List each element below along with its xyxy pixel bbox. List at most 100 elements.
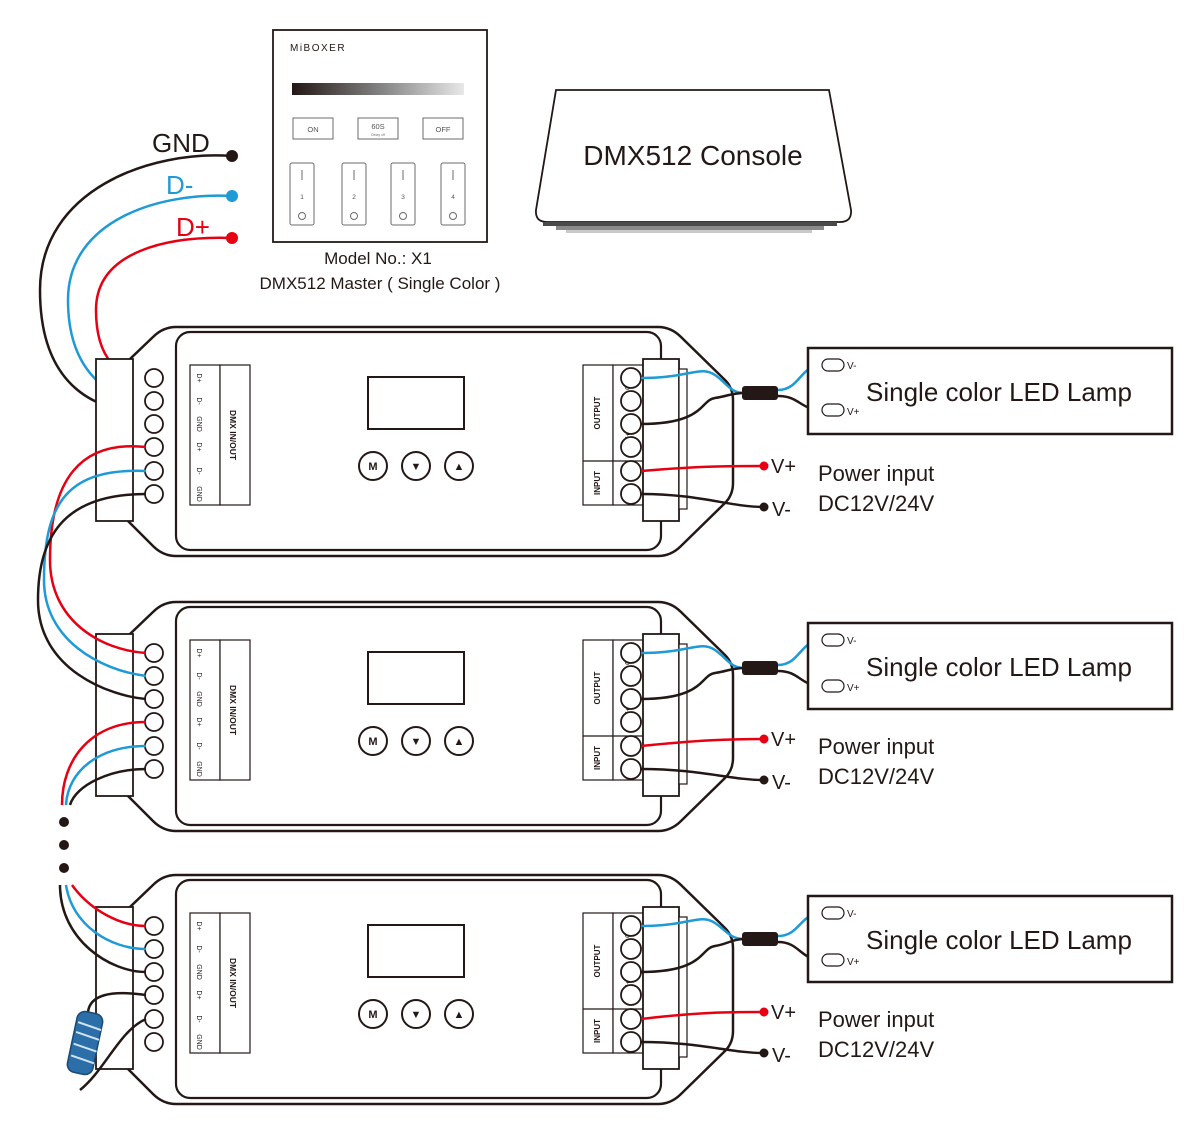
dmx-terminals bbox=[144, 368, 164, 504]
svg-text:DMX IN/OUT: DMX IN/OUT bbox=[228, 685, 238, 736]
svg-text:GND: GND bbox=[195, 486, 202, 502]
power-input-3: V+ V- Power input DC12V/24V bbox=[771, 1002, 935, 1067]
svg-text:V-: V- bbox=[847, 909, 856, 920]
up-button bbox=[444, 726, 474, 756]
svg-text:M: M bbox=[368, 736, 377, 748]
wire-dminus-chain-3 bbox=[64, 884, 147, 951]
unit-2-output-wiring bbox=[640, 638, 823, 785]
svg-text:V-: V- bbox=[772, 772, 791, 794]
master-60s-button bbox=[357, 117, 399, 140]
svg-text:V+: V+ bbox=[771, 729, 796, 751]
svg-text:D+: D+ bbox=[195, 921, 202, 930]
menu-button bbox=[358, 451, 388, 481]
chain-continuation-dot bbox=[59, 863, 69, 873]
master-model: Model No.: X1 bbox=[324, 249, 432, 268]
svg-text:D-: D- bbox=[195, 672, 202, 680]
svg-text:GND: GND bbox=[195, 691, 202, 707]
led-lamp-1: V- V+ Single color LED Lamp bbox=[806, 346, 1174, 436]
power-title: Power input bbox=[818, 461, 934, 486]
decoder-3-output-terminals bbox=[620, 915, 642, 1053]
power-spec: DC12V/24V bbox=[818, 1037, 935, 1062]
svg-text:V+: V+ bbox=[771, 1002, 796, 1024]
svg-text:D-: D- bbox=[195, 467, 202, 475]
svg-text:V-: V- bbox=[847, 361, 856, 372]
dmx512-console: DMX512 Console bbox=[535, 89, 852, 233]
svg-text:3: 3 bbox=[401, 194, 405, 201]
svg-text:▲: ▲ bbox=[454, 1009, 465, 1021]
master-zone-1: 1 bbox=[289, 162, 315, 226]
wire-dplus-chain-2 bbox=[60, 720, 147, 806]
svg-text:GND: GND bbox=[195, 964, 202, 980]
wire-gnd-chain-3 bbox=[58, 884, 147, 974]
down-button bbox=[401, 451, 431, 481]
svg-text:V+: V+ bbox=[847, 683, 860, 694]
master-zone-4: 4 bbox=[440, 162, 466, 226]
svg-text:GND: GND bbox=[195, 1034, 202, 1050]
svg-text:D-: D- bbox=[195, 945, 202, 953]
power-spec: DC12V/24V bbox=[818, 491, 935, 516]
dmx-header: DMX IN/OUT bbox=[228, 410, 238, 461]
wire-dplus-chain-1 bbox=[48, 444, 147, 655]
wire-gnd-chain-1 bbox=[36, 492, 147, 701]
lamp-label: Single color LED Lamp bbox=[866, 377, 1132, 407]
svg-text:▲: ▲ bbox=[454, 736, 465, 748]
svg-text:INPUT: INPUT bbox=[593, 746, 602, 770]
unit-3-output-wiring bbox=[640, 911, 823, 1058]
svg-text:GND: GND bbox=[195, 761, 202, 777]
termination-resistor bbox=[66, 991, 147, 1091]
svg-text:D+: D+ bbox=[195, 442, 202, 451]
up-button bbox=[444, 451, 474, 481]
svg-text:V-: V- bbox=[772, 1045, 791, 1067]
menu-button bbox=[358, 726, 388, 756]
power-title: Power input bbox=[818, 734, 934, 759]
svg-text:D+: D+ bbox=[195, 373, 202, 382]
svg-text:1: 1 bbox=[300, 194, 304, 201]
svg-text:V-: V- bbox=[847, 636, 856, 647]
label-gnd: GND bbox=[152, 128, 210, 158]
svg-text:D+: D+ bbox=[195, 717, 202, 726]
svg-text:D+: D+ bbox=[195, 648, 202, 657]
svg-text:GND: GND bbox=[195, 416, 202, 432]
master-on-button bbox=[292, 117, 334, 140]
svg-text:M: M bbox=[368, 461, 377, 473]
svg-text:INPUT: INPUT bbox=[593, 1019, 602, 1043]
svg-text:OUTPUT: OUTPUT bbox=[593, 671, 602, 704]
svg-text:60S: 60S bbox=[371, 122, 384, 131]
power-title: Power input bbox=[818, 1007, 934, 1032]
power-input-2: V+ V- Power input DC12V/24V bbox=[771, 729, 935, 794]
svg-text:D+: D+ bbox=[195, 990, 202, 999]
master-zone-2: 2 bbox=[341, 162, 367, 226]
master-panel: MiBOXER ON 60S Delay off OFF 1 2 bbox=[272, 29, 488, 243]
down-button bbox=[401, 999, 431, 1029]
svg-text:V-: V- bbox=[772, 499, 791, 521]
wire-gnd-chain-2 bbox=[68, 767, 147, 806]
svg-text:D-: D- bbox=[195, 397, 202, 405]
svg-text:M: M bbox=[368, 1009, 377, 1021]
brightness-slider bbox=[292, 83, 464, 95]
power-spec: DC12V/24V bbox=[818, 764, 935, 789]
svg-text:D-: D- bbox=[195, 1015, 202, 1023]
svg-text:4: 4 bbox=[451, 194, 455, 201]
master-description: DMX512 Master ( Single Color ) bbox=[260, 274, 501, 293]
svg-text:ON: ON bbox=[307, 125, 318, 134]
lamp-label: Single color LED Lamp bbox=[866, 652, 1132, 682]
svg-text:▼: ▼ bbox=[411, 461, 422, 473]
svg-text:2: 2 bbox=[352, 194, 356, 201]
lamp-label: Single color LED Lamp bbox=[866, 925, 1132, 955]
led-lamp-2: V- V+ Single color LED Lamp bbox=[806, 621, 1174, 711]
svg-text:D-: D- bbox=[195, 742, 202, 750]
svg-text:INPUT: INPUT bbox=[593, 471, 602, 495]
menu-button bbox=[358, 999, 388, 1029]
wire-dplus-chain-3 bbox=[70, 884, 147, 928]
chain-continuation-dot bbox=[59, 817, 69, 827]
svg-text:▲: ▲ bbox=[454, 461, 465, 473]
svg-text:V+: V+ bbox=[847, 407, 860, 418]
up-button bbox=[444, 999, 474, 1029]
svg-text:DMX IN/OUT: DMX IN/OUT bbox=[228, 958, 238, 1009]
down-button bbox=[401, 726, 431, 756]
svg-text:OUTPUT: OUTPUT bbox=[593, 944, 602, 977]
svg-text:OFF: OFF bbox=[436, 125, 451, 134]
master-zone-3: 3 bbox=[390, 162, 416, 226]
master-off-button bbox=[422, 117, 464, 140]
